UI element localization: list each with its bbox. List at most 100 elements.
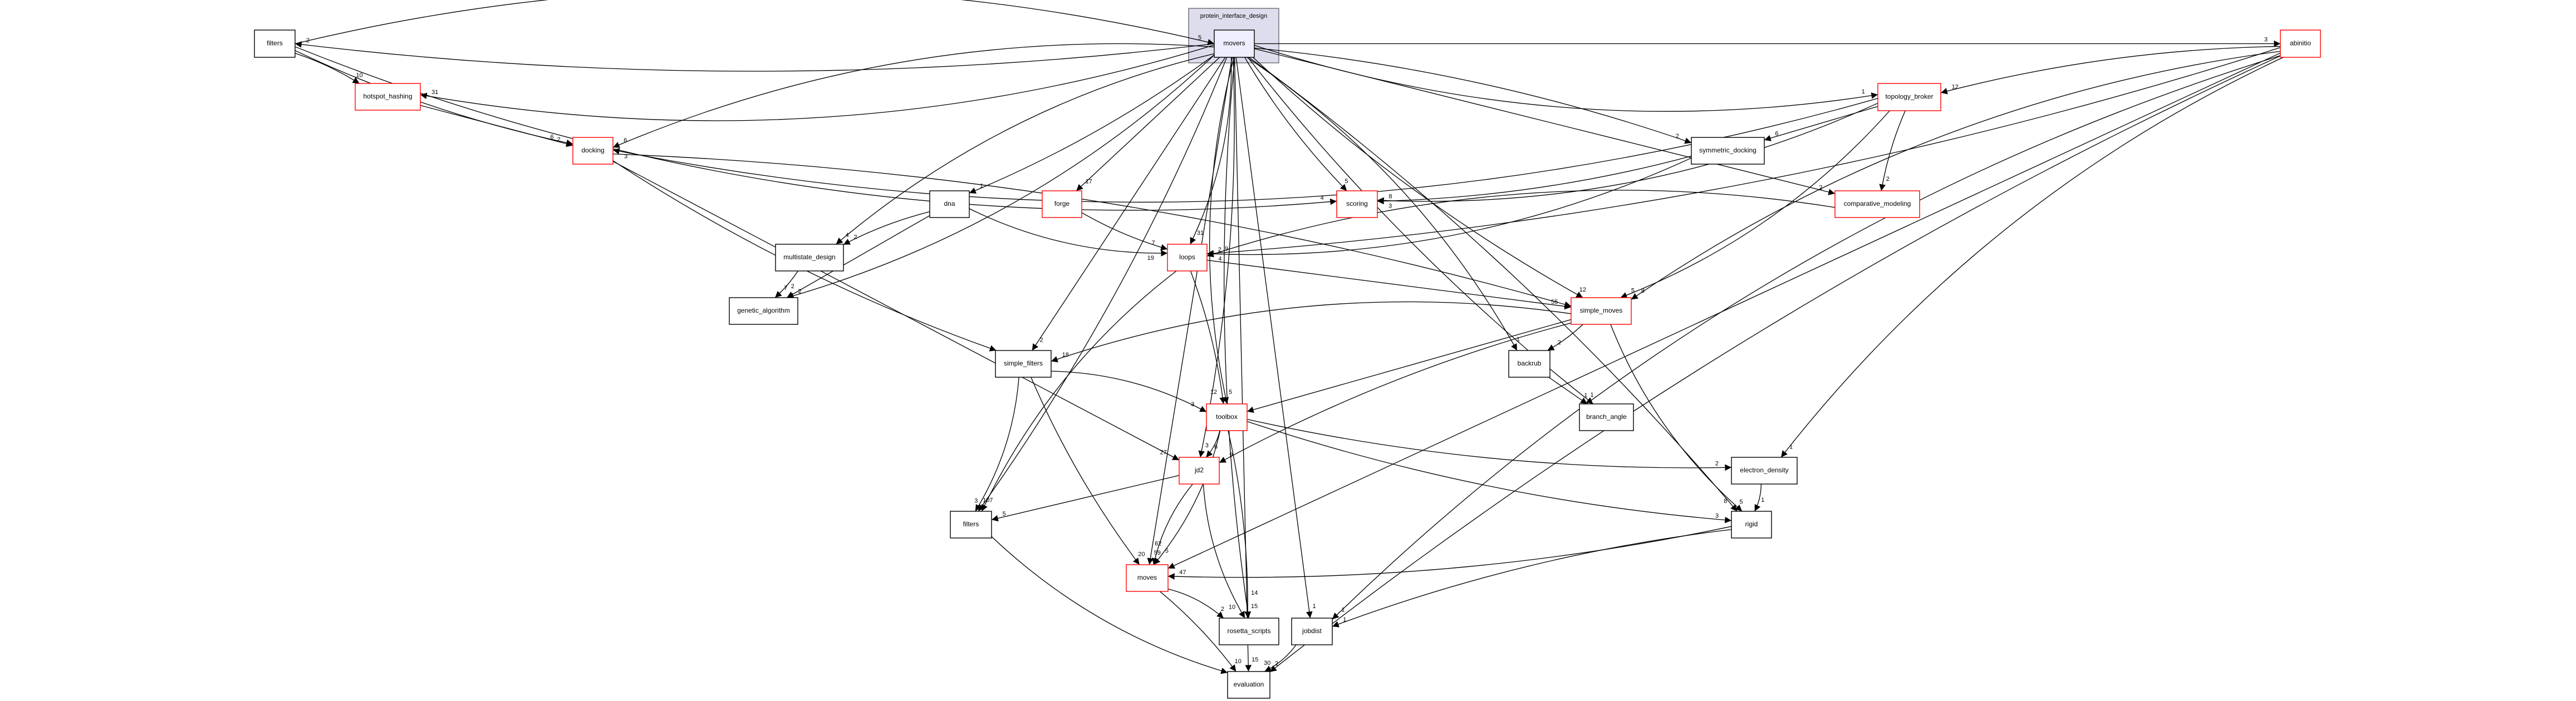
edge-count-label[interactable]: 1: [1341, 606, 1345, 613]
edge-count-label[interactable]: 2: [1819, 185, 1822, 191]
edge-count-label[interactable]: 5: [1631, 288, 1635, 294]
edge-count-label[interactable]: 59: [1154, 550, 1161, 556]
edge-count-label[interactable]: 15: [1251, 603, 1258, 610]
edge-count-label[interactable]: 2: [791, 283, 794, 290]
edge-count-label[interactable]: 10: [1229, 604, 1235, 611]
dir-node-toolbox[interactable]: toolbox: [1206, 403, 1248, 431]
edge-count-label[interactable]: 3: [1715, 512, 1719, 519]
dir-node-electron-density[interactable]: electron_density: [1731, 457, 1798, 485]
edge-count-label[interactable]: 9: [1225, 245, 1228, 252]
edge-count-label[interactable]: 3: [1388, 203, 1392, 209]
edge-count-label[interactable]: 10: [356, 72, 362, 79]
edge-count-label[interactable]: 3: [1191, 401, 1194, 408]
edge-count-label[interactable]: 20: [1138, 551, 1145, 558]
edge-count-label[interactable]: 7: [784, 285, 787, 292]
edge-count-label[interactable]: 2: [1218, 246, 1221, 253]
edge-count-label[interactable]: 2: [557, 136, 560, 143]
dir-node-abinitio[interactable]: abinitio: [2280, 29, 2321, 58]
edge-count-label[interactable]: 4: [1321, 195, 1324, 201]
dir-node-filters-top[interactable]: filters: [254, 29, 296, 58]
edge-count-label[interactable]: 5: [1165, 547, 1169, 554]
edge-count-label[interactable]: 30: [1264, 660, 1270, 667]
edge-count-label[interactable]: 1: [1591, 392, 1594, 398]
edge-count-label[interactable]: 5: [1345, 178, 1348, 185]
edge-count-label[interactable]: 6: [550, 134, 553, 140]
edge-count-label[interactable]: 8: [1724, 498, 1727, 505]
edge-count-label[interactable]: 47: [1179, 569, 1186, 576]
edge-count-label[interactable]: 3: [624, 153, 627, 160]
dir-node-scoring[interactable]: scoring: [1336, 190, 1378, 218]
edge-count-label[interactable]: 2: [306, 37, 310, 44]
edge-count-label[interactable]: 2: [1040, 337, 1043, 343]
dir-node-symmetric-docking[interactable]: symmetric_docking: [1691, 137, 1765, 165]
edge-count-label[interactable]: 2: [854, 234, 857, 240]
dir-node-forge[interactable]: forge: [1042, 190, 1082, 218]
edge-count-label[interactable]: 3: [1205, 442, 1209, 449]
edge-count-label[interactable]: 2: [1558, 339, 1561, 346]
dir-node-dna[interactable]: dna: [929, 190, 970, 218]
edge-count-label[interactable]: 5: [1003, 511, 1006, 517]
edge-count-label[interactable]: 31: [431, 89, 438, 96]
edge-count-label[interactable]: 18: [1062, 352, 1069, 358]
edge-count-label[interactable]: 6: [624, 137, 627, 144]
edge-count-label[interactable]: 1: [1761, 497, 1764, 503]
edge-count-label[interactable]: 19: [1147, 255, 1154, 261]
dir-node-genetic-algorithm[interactable]: genetic_algorithm: [729, 297, 798, 325]
dir-node-hotspot-hashing[interactable]: hotspot_hashing: [355, 83, 421, 111]
edge-count-label[interactable]: 12: [1579, 287, 1586, 293]
edge-count-label[interactable]: 8: [1641, 288, 1645, 294]
edge-count-label[interactable]: 31: [1197, 230, 1204, 236]
edge-count-label[interactable]: 5: [1739, 498, 1743, 505]
dir-node-docking[interactable]: docking: [572, 137, 614, 165]
edge-count-label[interactable]: 12: [1210, 389, 1217, 396]
edge-count-label[interactable]: 1: [1862, 88, 1865, 95]
dir-node-movers[interactable]: movers: [1214, 29, 1255, 58]
dir-node-rigid[interactable]: rigid: [1731, 511, 1772, 539]
edge-count-label[interactable]: 15: [1252, 656, 1258, 663]
edge-count-label[interactable]: 1: [1312, 603, 1316, 610]
edge-count-label[interactable]: 2: [798, 288, 802, 295]
edge-count-label[interactable]: 2: [1221, 606, 1224, 613]
edge-count-label[interactable]: 2: [1715, 460, 1719, 467]
dir-node-filters-low[interactable]: filters: [950, 511, 992, 539]
edge-count-label[interactable]: 12: [1952, 83, 1959, 90]
edge-count-label[interactable]: 2: [1886, 176, 1890, 182]
edge-count-label[interactable]: 55: [1551, 299, 1558, 305]
edge-count-label[interactable]: 27: [1160, 449, 1167, 456]
dir-node-jobdist[interactable]: jobdist: [1291, 618, 1333, 645]
edge-count-label[interactable]: 4: [846, 232, 849, 239]
edge-count-label[interactable]: 1: [1789, 444, 1793, 451]
dir-node-simple-moves[interactable]: simple_moves: [1571, 297, 1632, 325]
edge-count-label[interactable]: 1: [1584, 392, 1587, 399]
edge-count-label[interactable]: 107: [983, 497, 993, 504]
dir-node-evaluation[interactable]: evaluation: [1227, 671, 1270, 699]
edge-count-label[interactable]: 62: [1155, 540, 1161, 547]
edge-count-label[interactable]: 17: [1085, 178, 1092, 185]
edge-count-label[interactable]: 9: [1229, 452, 1233, 458]
edge-count-label[interactable]: 5: [1198, 34, 1201, 41]
dir-node-loops[interactable]: loops: [1167, 244, 1208, 271]
dir-node-branch-angle[interactable]: branch_angle: [1579, 403, 1634, 431]
edge-count-label[interactable]: 7: [1152, 240, 1155, 246]
edge-count-label[interactable]: 4: [1218, 256, 1221, 263]
edge-count-label[interactable]: 5: [1229, 389, 1232, 396]
edge-count-label[interactable]: 1: [1517, 336, 1520, 343]
dir-node-jd2[interactable]: jd2: [1179, 457, 1220, 485]
edge-count-label[interactable]: 6: [1775, 131, 1778, 137]
edge-count-label[interactable]: 10: [1235, 658, 1242, 665]
edge-count-label[interactable]: 3: [974, 498, 978, 505]
edge-count-label[interactable]: 1: [980, 183, 983, 190]
edge-count-label[interactable]: 2: [1676, 133, 1679, 140]
edge-count-label[interactable]: 2: [1275, 660, 1278, 667]
dir-node-topology-broker[interactable]: topology_broker: [1877, 83, 1941, 111]
dir-node-simple-filters[interactable]: simple_filters: [995, 350, 1052, 378]
edge-count-label[interactable]: 14: [1251, 590, 1258, 596]
edge-count-label[interactable]: 3: [2264, 37, 2268, 43]
edge-count-label[interactable]: 6: [1214, 444, 1218, 451]
dir-node-moves[interactable]: moves: [1126, 564, 1169, 592]
dir-node-rosetta-scripts[interactable]: rosetta_scripts: [1219, 618, 1279, 645]
edge-count-label[interactable]: 1: [1343, 616, 1346, 623]
dir-node-multistate-design[interactable]: multistate_design: [775, 244, 844, 271]
dir-node-backbub[interactable]: backrub: [1508, 350, 1550, 378]
dir-node-comparative-modeling[interactable]: comparative_modeling: [1834, 190, 1920, 218]
